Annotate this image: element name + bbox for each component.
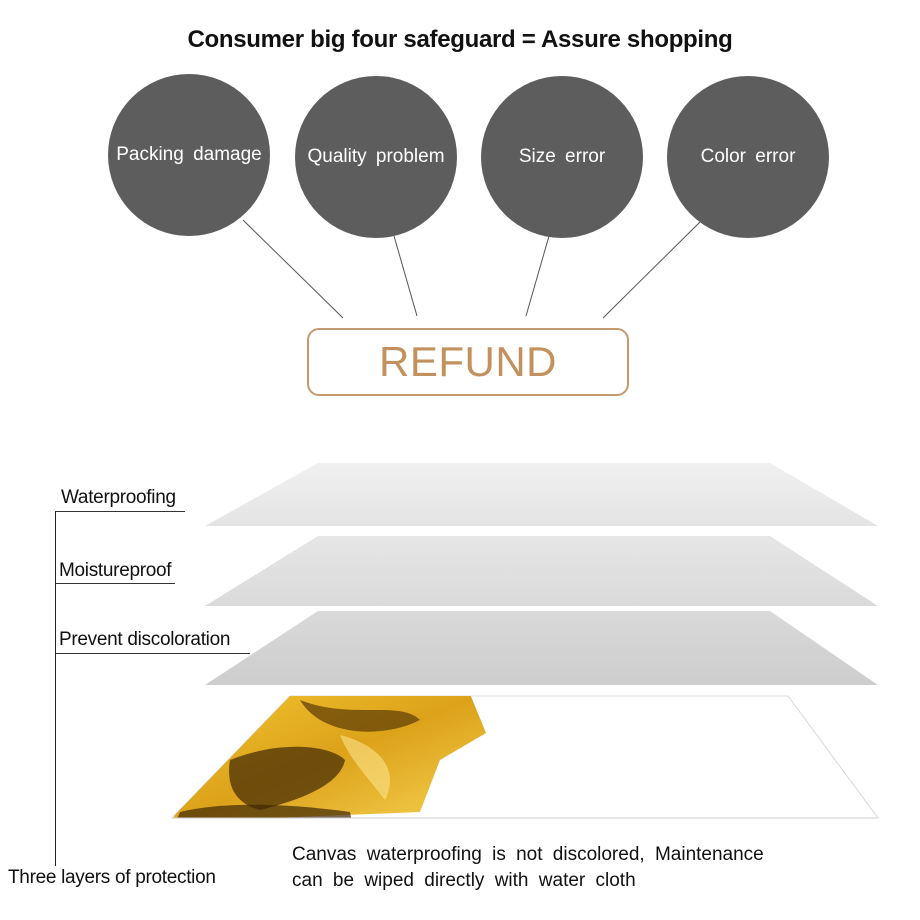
safeguard-circle-size-error: Size error bbox=[481, 76, 643, 238]
safeguard-label: Quality problem bbox=[307, 146, 445, 167]
refund-box: REFUND bbox=[307, 328, 629, 396]
safeguard-label: Size error bbox=[518, 146, 606, 167]
label-underline bbox=[55, 583, 175, 584]
label-underline bbox=[55, 653, 250, 654]
caption-line-1: Canvas waterproofing is not discolored, … bbox=[292, 844, 764, 865]
bracket-line bbox=[55, 511, 56, 866]
safeguard-circle-quality-problem: Quality problem bbox=[295, 76, 457, 238]
layer-moistureproof bbox=[205, 536, 878, 606]
connector-line-size bbox=[525, 235, 550, 317]
page-title: Consumer big four safeguard = Assure sho… bbox=[187, 26, 733, 53]
label-underline bbox=[55, 511, 185, 512]
safeguard-circle-packing-damage: Packing damage bbox=[108, 74, 270, 236]
connector-line-color bbox=[602, 221, 701, 319]
layer-label-prevent-discoloration: Prevent discoloration bbox=[59, 629, 231, 650]
refund-label: REFUND bbox=[379, 338, 557, 385]
layer-label-moistureproof: Moistureproof bbox=[59, 560, 172, 581]
layer-label-waterproofing: Waterproofing bbox=[61, 487, 176, 508]
safeguard-label: Color error bbox=[700, 146, 796, 167]
caption: Canvas waterproofing is not discolored, … bbox=[292, 842, 764, 894]
connector-line-packing bbox=[242, 219, 344, 319]
protection-label: Three layers of protection bbox=[8, 867, 216, 888]
caption-line-2: can be wiped directly with water cloth bbox=[292, 870, 636, 891]
connector-line-quality bbox=[393, 235, 418, 317]
layer-prevent-discoloration bbox=[205, 611, 878, 685]
safeguard-circle-color-error: Color error bbox=[667, 76, 829, 238]
safeguard-label: Packing damage bbox=[116, 144, 262, 165]
layer-waterproofing bbox=[205, 463, 878, 526]
